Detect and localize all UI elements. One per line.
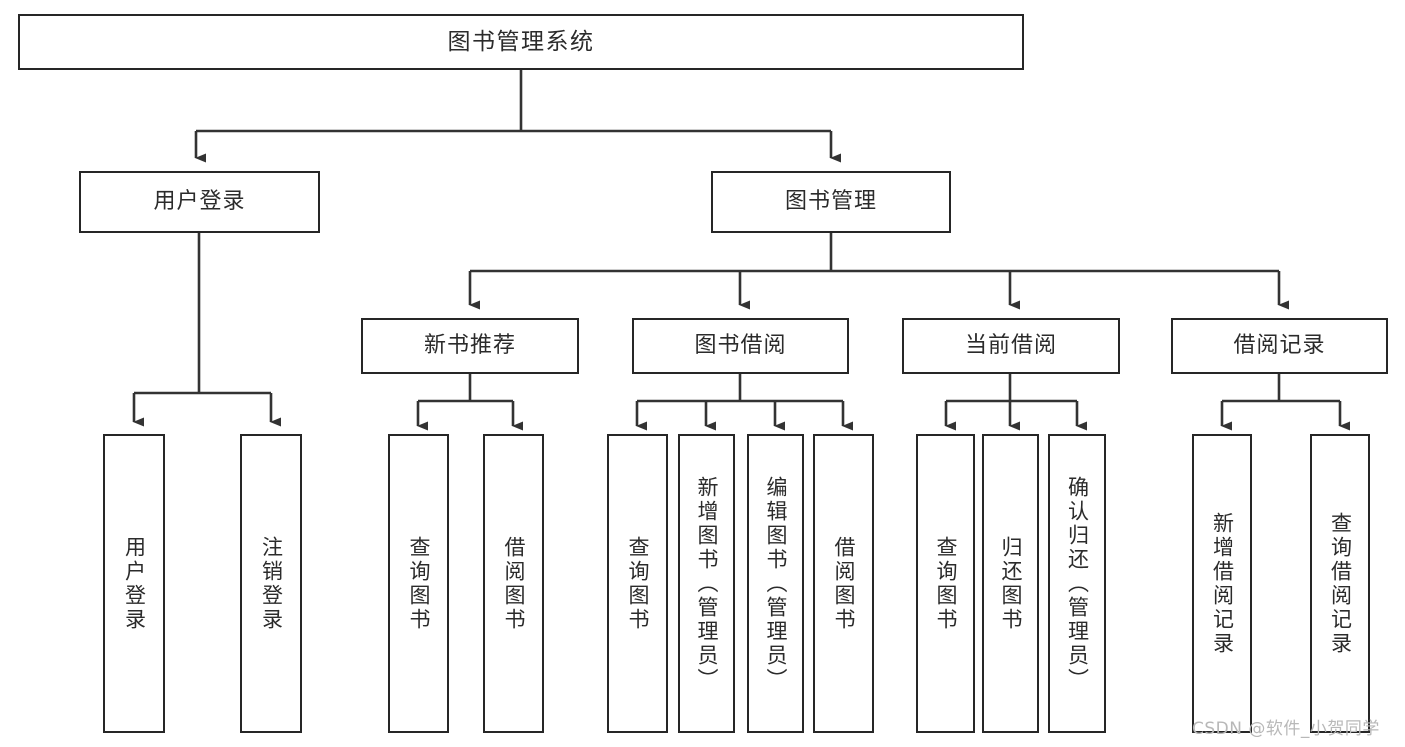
- node-label: 注销登录: [259, 535, 284, 632]
- node-label: 查询借阅记录: [1328, 511, 1353, 656]
- node-label: 借阅图书: [832, 535, 856, 632]
- node-label: 用户登录: [153, 189, 246, 215]
- node-label: 确认归还（管理员）: [1065, 475, 1090, 692]
- leaf-return-book[interactable]: 归还图书: [982, 434, 1039, 733]
- node-label: 图书管理: [784, 189, 877, 215]
- leaf-user-login[interactable]: 用户登录: [103, 434, 165, 733]
- node-label: 新增图书（管理员）: [695, 475, 719, 692]
- node-book-management[interactable]: 图书管理: [711, 171, 951, 233]
- node-root-system[interactable]: 图书管理系统: [18, 14, 1024, 70]
- leaf-edit-book-admin[interactable]: 编辑图书（管理员）: [747, 434, 804, 733]
- node-user-login[interactable]: 用户登录: [79, 171, 320, 233]
- leaf-logout-login[interactable]: 注销登录: [240, 434, 302, 733]
- leaf-borrow-book-borrow[interactable]: 借阅图书: [813, 434, 874, 733]
- node-label: 新增借阅记录: [1210, 511, 1235, 656]
- leaf-confirm-return-admin[interactable]: 确认归还（管理员）: [1048, 434, 1106, 733]
- node-label: 当前借阅: [964, 333, 1057, 359]
- csdn-watermark: CSDN @软件_小贺同学: [1192, 719, 1380, 739]
- node-label: 编辑图书（管理员）: [764, 475, 788, 692]
- node-label: 归还图书: [999, 535, 1023, 632]
- leaf-add-borrow-record[interactable]: 新增借阅记录: [1192, 434, 1252, 733]
- node-borrow-record[interactable]: 借阅记录: [1171, 318, 1388, 374]
- leaf-query-book-new-book[interactable]: 查询图书: [388, 434, 449, 733]
- node-label: 查询图书: [934, 535, 958, 632]
- node-label: 新书推荐: [423, 333, 516, 359]
- node-new-book-recommend[interactable]: 新书推荐: [361, 318, 579, 374]
- node-label: 用户登录: [122, 535, 147, 632]
- node-label: 图书借阅: [694, 333, 787, 359]
- leaf-borrow-book-new-book[interactable]: 借阅图书: [483, 434, 544, 733]
- node-label: 借阅记录: [1233, 333, 1326, 359]
- leaf-query-book-borrow[interactable]: 查询图书: [607, 434, 668, 733]
- node-label: 图书管理系统: [447, 28, 595, 55]
- leaf-query-book-current[interactable]: 查询图书: [916, 434, 975, 733]
- leaf-query-borrow-record[interactable]: 查询借阅记录: [1310, 434, 1370, 733]
- node-label: 查询图书: [407, 535, 431, 632]
- leaf-add-book-admin[interactable]: 新增图书（管理员）: [678, 434, 735, 733]
- node-current-borrow[interactable]: 当前借阅: [902, 318, 1120, 374]
- node-label: 查询图书: [626, 535, 650, 632]
- node-book-borrow[interactable]: 图书借阅: [632, 318, 849, 374]
- node-label: 借阅图书: [502, 535, 526, 632]
